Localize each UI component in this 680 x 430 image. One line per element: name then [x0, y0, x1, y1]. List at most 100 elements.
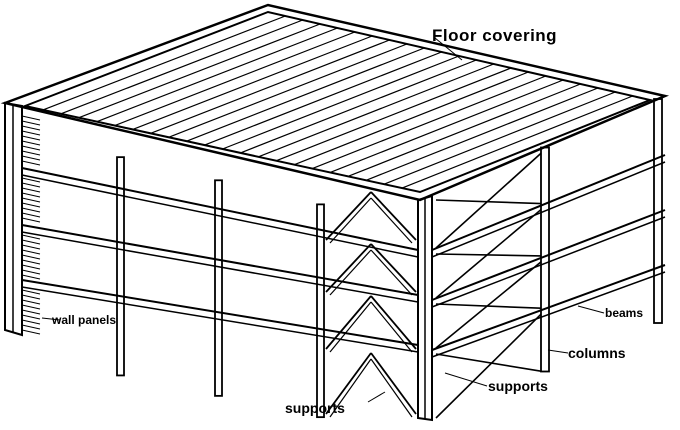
wall-panel-line	[21, 304, 41, 310]
wall-panel-line	[21, 207, 41, 213]
wall-panel-line	[21, 289, 41, 295]
corner-column	[417, 194, 433, 422]
brace	[370, 191, 417, 241]
right-brace	[435, 199, 542, 205]
brace	[325, 352, 372, 415]
leader-lines	[41, 37, 605, 403]
wall-panel-line	[21, 192, 41, 198]
front-columns	[116, 156, 325, 419]
roof-slat	[276, 67, 512, 162]
wall-panel-line	[21, 182, 41, 188]
wall-panel-line	[21, 120, 41, 126]
wall-panel-line	[21, 319, 41, 325]
brace	[370, 358, 413, 418]
label-floor-covering: Floor covering	[432, 26, 557, 45]
wall-panel-line	[21, 294, 41, 300]
roof-slat	[294, 71, 529, 166]
wall-panel-line	[21, 212, 41, 218]
brace	[329, 358, 372, 418]
roof-slat	[312, 75, 547, 170]
right-brace	[435, 152, 542, 249]
roof-slat	[240, 59, 477, 154]
wall-panel-line	[21, 274, 41, 280]
right-face	[431, 98, 666, 419]
brace	[370, 243, 417, 293]
wall-panel-line	[21, 160, 41, 166]
wall-panel-line	[21, 329, 41, 335]
wall-panel-line	[21, 324, 41, 330]
roof-slat	[365, 87, 599, 181]
roof-slats	[42, 15, 633, 189]
right-supports	[435, 152, 542, 419]
brace	[325, 295, 372, 350]
brace	[329, 249, 372, 296]
front-beam	[21, 167, 419, 251]
roof-slat	[42, 15, 286, 111]
front-beam-lower	[21, 231, 419, 303]
roof-slat	[60, 19, 303, 115]
roof-slat	[222, 55, 460, 150]
wall-panel-line	[21, 299, 41, 305]
wall-panel-line	[21, 314, 41, 320]
right-brace	[435, 313, 542, 419]
label-wall-panels: wall panels	[51, 313, 116, 327]
front-column	[116, 156, 125, 377]
roof-slat	[150, 39, 390, 134]
wall-panel-line	[21, 150, 41, 156]
wall-panel-line	[21, 309, 41, 315]
floor-covering	[0, 3, 670, 202]
wall-panel-line	[21, 249, 41, 255]
wall-panel-line	[21, 135, 41, 141]
brace	[370, 249, 413, 296]
front-beams	[21, 167, 419, 353]
brace	[329, 301, 372, 353]
front-beam-lower	[21, 174, 419, 258]
wall-panel-line	[21, 197, 41, 203]
roof-slat	[330, 79, 564, 174]
right-column	[653, 98, 663, 324]
roof-slat	[383, 91, 616, 185]
front-beam	[21, 224, 419, 296]
wall-panel-line	[21, 269, 41, 275]
right-column	[540, 146, 550, 373]
label-beams: beams	[605, 306, 643, 320]
right-columns	[540, 98, 663, 373]
roof-slat	[347, 83, 581, 177]
front-beam	[21, 279, 419, 346]
wall-panel-line	[21, 155, 41, 161]
brace	[329, 197, 372, 244]
brace	[370, 197, 413, 244]
brace	[370, 352, 417, 415]
wall-panel-line	[21, 115, 41, 121]
front-column	[214, 179, 223, 397]
right-brace	[435, 253, 542, 257]
roof-slat	[114, 31, 356, 127]
roof-slat	[78, 23, 321, 119]
wall-panel-line	[21, 244, 41, 250]
left-wall	[4, 101, 419, 353]
wall-panel-line	[21, 264, 41, 270]
wall-panel-line	[21, 140, 41, 146]
wall-panels	[21, 115, 41, 335]
label-columns: columns	[568, 345, 626, 361]
roof-slat	[96, 27, 338, 123]
right-brace	[435, 208, 542, 299]
right-brace	[435, 303, 542, 310]
brace	[325, 191, 372, 241]
wall-panel-line	[21, 259, 41, 265]
wall-panel-line	[21, 125, 41, 131]
wall-panel-line	[21, 130, 41, 136]
wall-panel-line	[21, 239, 41, 245]
wall-panel-line	[21, 145, 41, 151]
roof-slat	[168, 43, 408, 138]
roof-slat	[186, 47, 425, 142]
front-supports	[325, 191, 417, 418]
right-brace	[435, 353, 542, 373]
roof-slat	[401, 95, 633, 189]
roof-slat	[132, 35, 373, 131]
roof-slat	[204, 51, 442, 146]
brace	[370, 301, 413, 353]
label-supports-bottom: supports	[285, 400, 345, 416]
